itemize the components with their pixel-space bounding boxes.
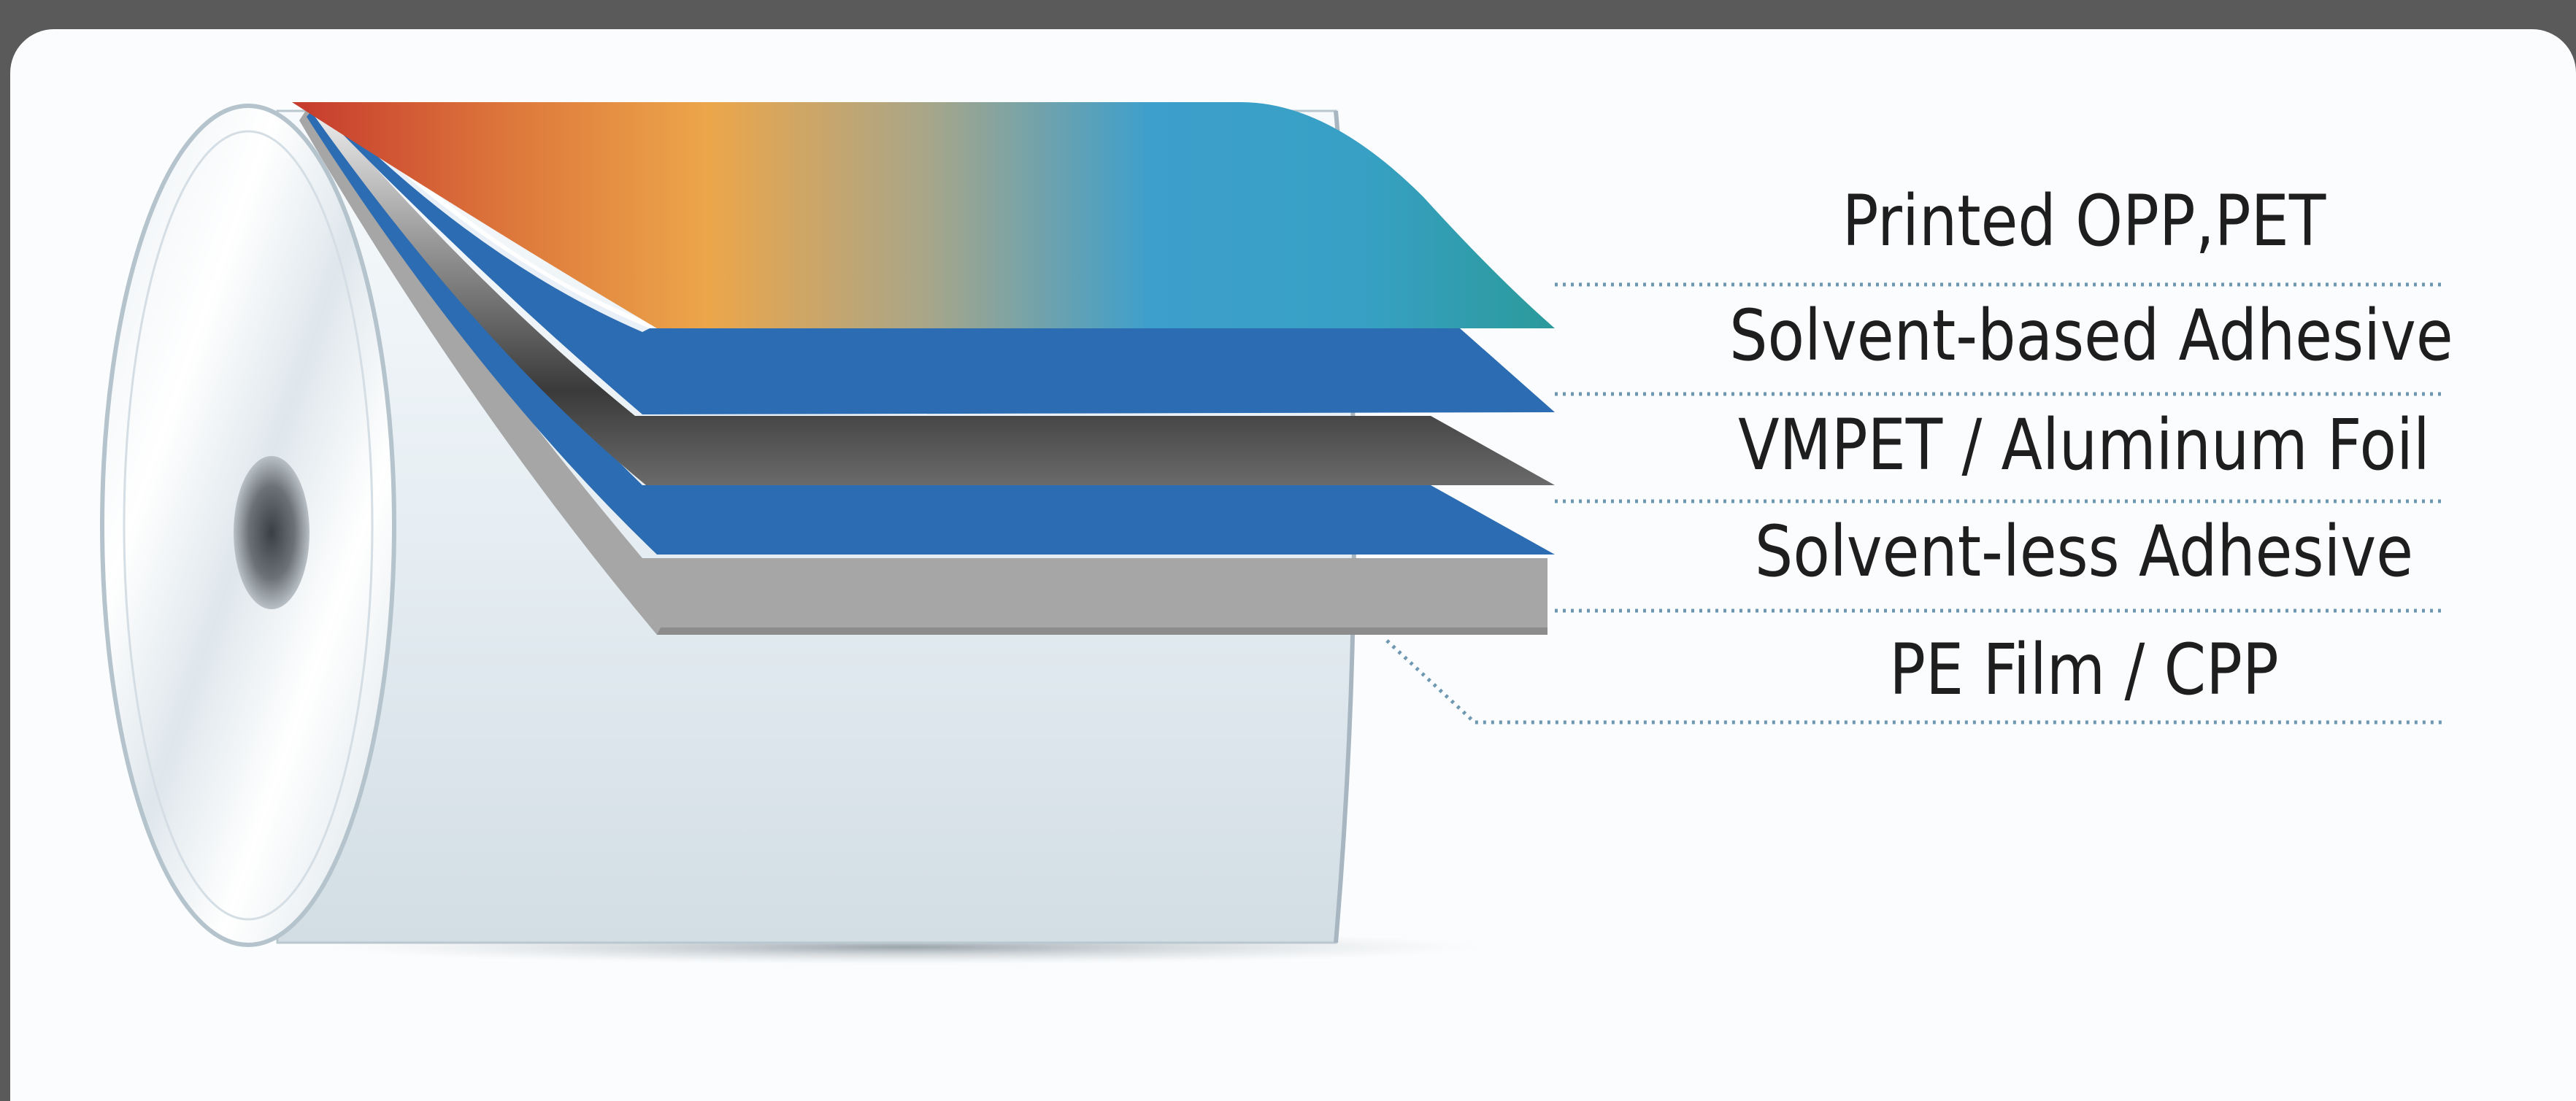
label-vmpet-aluminum-foil: VMPET / Aluminum Foil — [1738, 404, 2430, 486]
layer-vmpet-foil — [314, 107, 1555, 485]
label-printed-opp-pet: Printed OPP,PET — [1842, 180, 2326, 262]
layer-pe-film — [299, 109, 1547, 635]
label-pe-film-cpp: PE Film / CPP — [1889, 629, 2279, 711]
label-solvent-less-adhesive: Solvent-less Adhesive — [1754, 511, 2414, 592]
layer-solvent-based-adhesive — [321, 105, 1555, 414]
label-solvent-based-adhesive: Solvent-based Adhesive — [1729, 295, 2453, 376]
layer-printed-opp-pet — [292, 102, 1555, 328]
roll-core-hole — [234, 456, 309, 609]
layer-solvent-less-adhesive — [307, 108, 1555, 555]
